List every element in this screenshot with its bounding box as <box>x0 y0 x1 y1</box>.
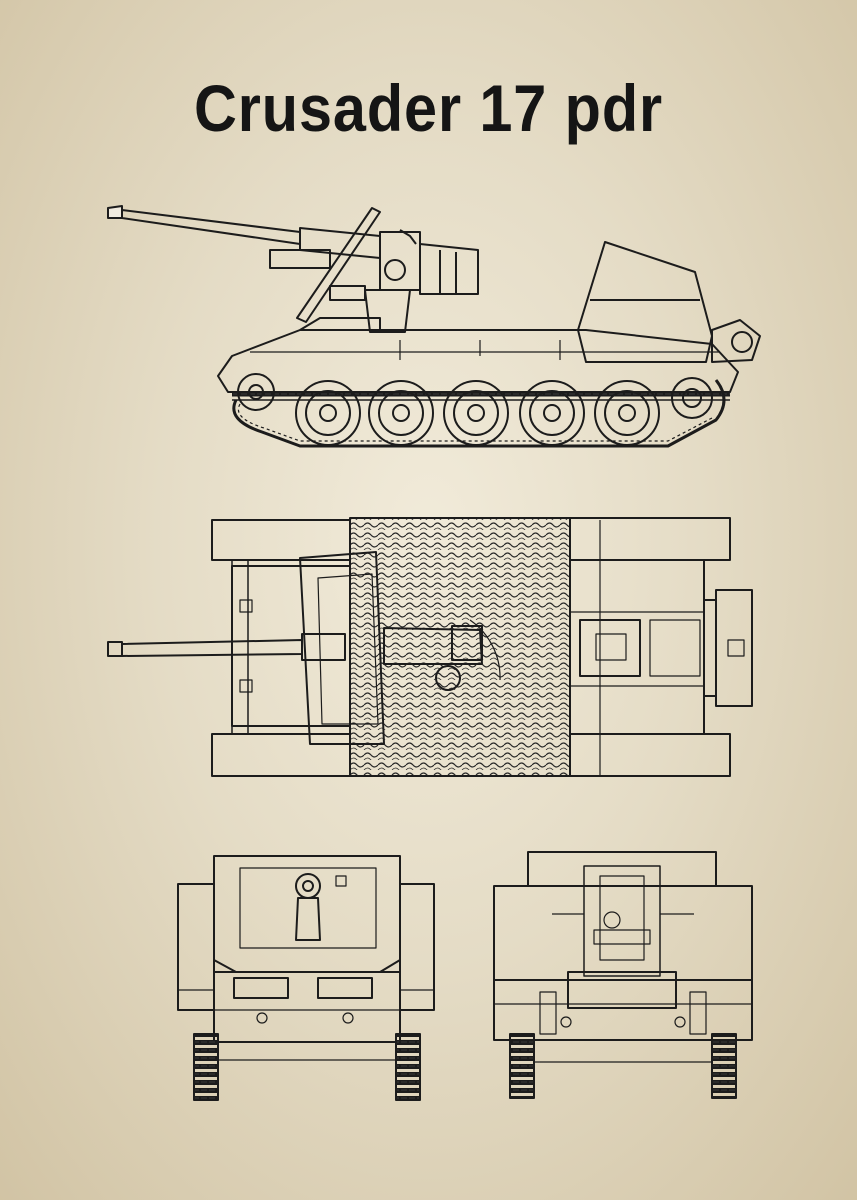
tank-front-view-drawing <box>178 856 434 1100</box>
poster-title: Crusader 17 pdr <box>193 71 664 145</box>
tank-rear-view-drawing <box>494 852 752 1098</box>
tank-side-view-drawing <box>108 206 760 446</box>
tank-top-view-drawing <box>108 518 752 776</box>
